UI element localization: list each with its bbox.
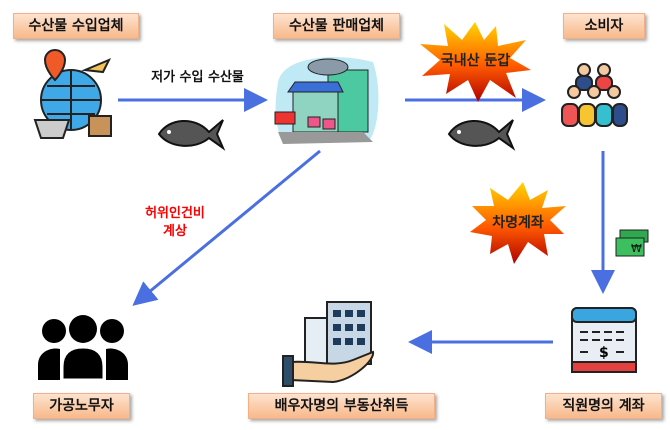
node-consumer: 소비자 xyxy=(563,13,645,39)
real-estate-hand-icon xyxy=(282,301,375,387)
fake-labor-line2: 계상 xyxy=(163,224,187,239)
crowd-icon xyxy=(561,63,628,127)
burst-domestic-disguise: 국내산 둔갑 xyxy=(418,18,533,103)
burst-text: 차명계좌 xyxy=(492,215,544,231)
node-importer: 수산물 수입업체 xyxy=(13,13,139,39)
explosion-icon xyxy=(470,182,566,264)
workers-group-icon xyxy=(38,315,128,382)
arrow-seller-to-workers xyxy=(132,149,321,306)
fake-labor-line1: 허위인건비 xyxy=(145,206,205,221)
fish-market-store-icon xyxy=(274,57,379,144)
burst-borrowed-account: 차명계좌 xyxy=(468,180,568,265)
node-employee-account: 직원명의 계좌 xyxy=(545,393,662,419)
burst-text: 국내산 둔갑 xyxy=(440,53,511,69)
explosion-icon xyxy=(420,22,531,102)
fish-icon xyxy=(447,119,516,151)
node-workers: 가공노무자 xyxy=(33,393,130,419)
svg-text:₩: ₩ xyxy=(631,242,642,255)
node-seller: 수산물 판매업체 xyxy=(273,13,400,39)
edge-label-cheap-import: 저가 수입 수산물 xyxy=(151,70,244,85)
bank-statement-icon: $ xyxy=(571,307,637,373)
node-spouse-property: 배우자명의 부동산취득 xyxy=(248,393,435,419)
global-trade-icon xyxy=(33,49,112,139)
edge-label-fake-labor: 허위인건비 계상 xyxy=(135,205,215,241)
fish-icon xyxy=(157,119,226,151)
money-icon: ₩ xyxy=(615,229,649,257)
svg-text:$: $ xyxy=(599,345,609,361)
